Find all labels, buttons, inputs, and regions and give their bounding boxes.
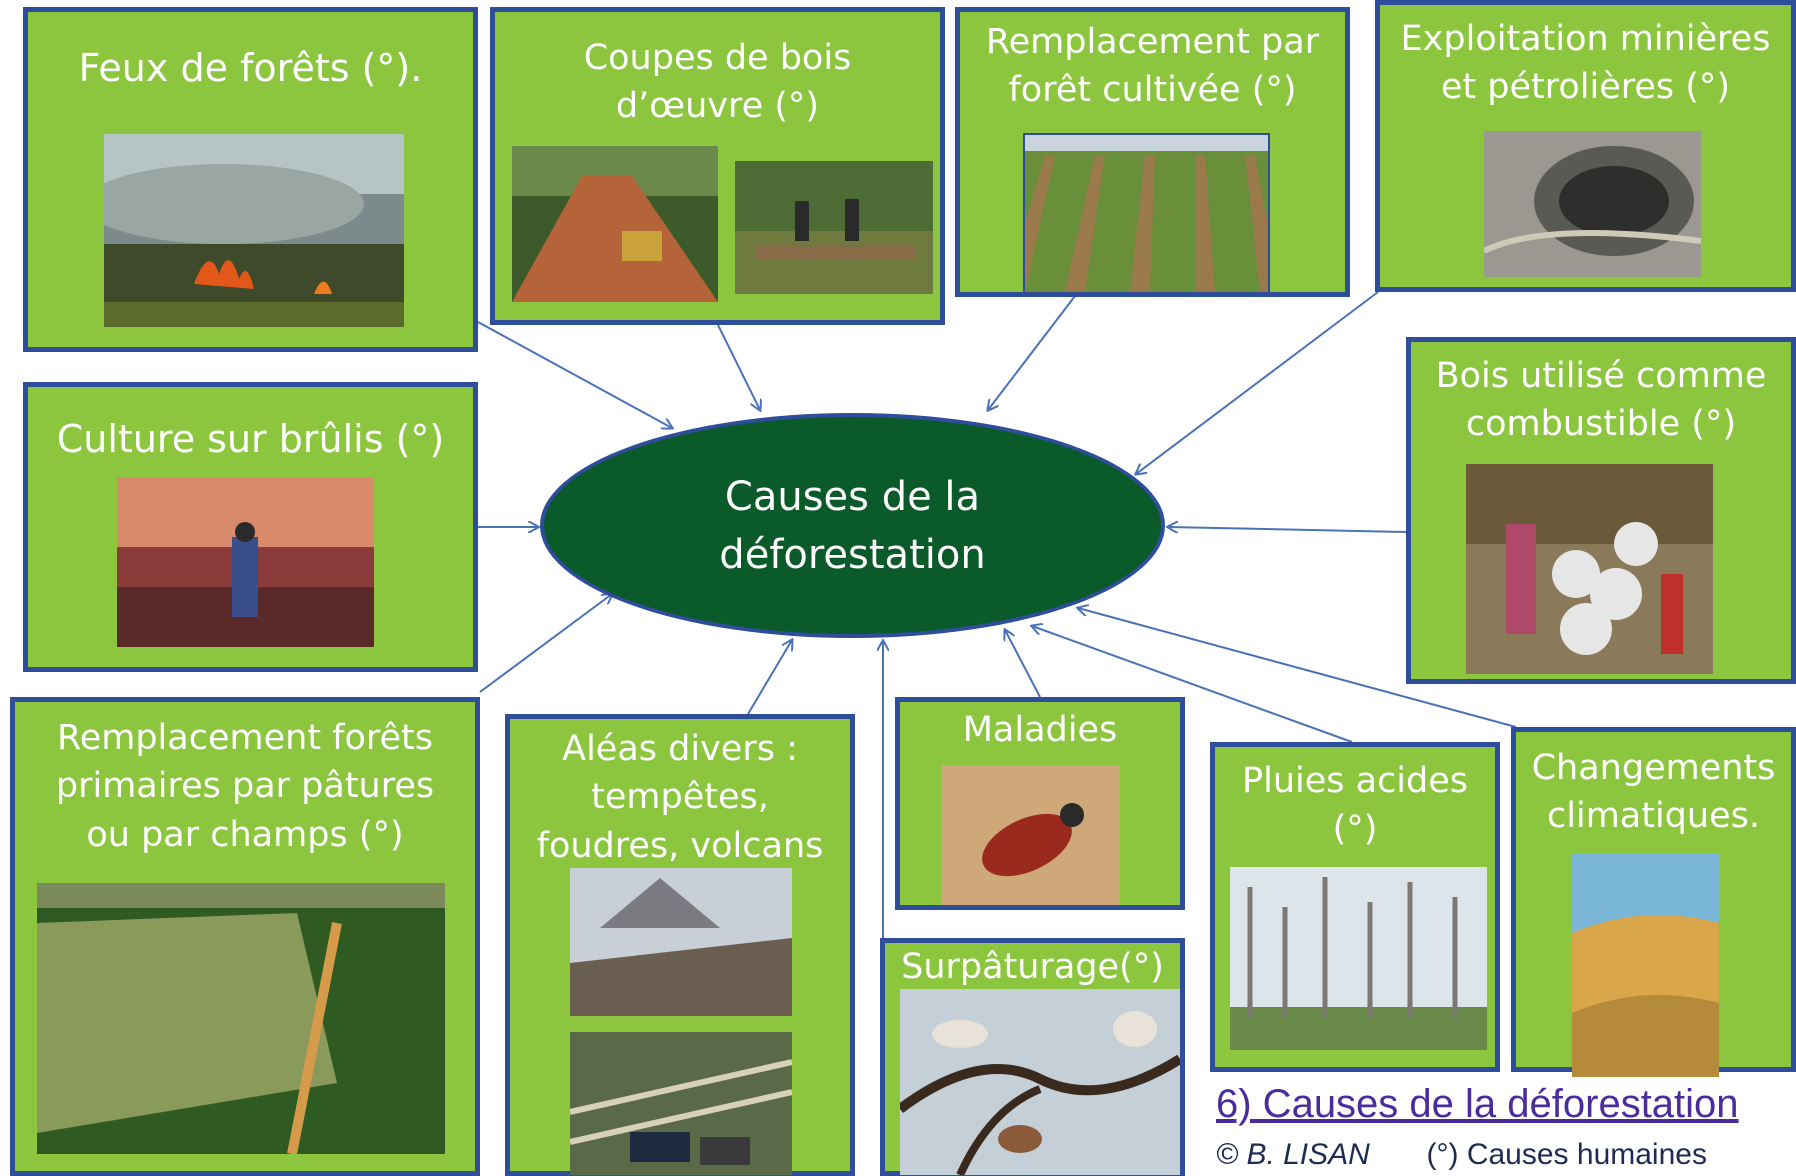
- box-changements-climatiques: Changements climatiques.: [1511, 727, 1796, 1077]
- box-pluies-acides: Pluies acides (°): [1210, 742, 1500, 1072]
- box-remplacement-foret-cultivee: Remplacement par forêt cultivée (°): [955, 7, 1350, 297]
- photo-slash-and-burn: [117, 477, 374, 647]
- arrow-maladies: [1005, 630, 1041, 698]
- box-label: Coupes de bois d’œuvre (°): [583, 38, 852, 127]
- arrow-feux: [477, 321, 672, 428]
- arrow-exploitation: [1136, 291, 1379, 474]
- photo-desert-dunes: [1572, 853, 1719, 1077]
- arrow-aleas: [747, 640, 792, 715]
- photo-storm-fallen-trees: [570, 1032, 792, 1175]
- caption-author: © B. LISAN: [1216, 1138, 1370, 1171]
- photo-logs-in-forest: [735, 161, 933, 294]
- caption-title[interactable]: 6) Causes de la déforestation: [1216, 1082, 1739, 1126]
- photo-dead-forest: [1230, 867, 1487, 1050]
- box-label: Exploitation minières et pétrolières (°): [1400, 19, 1771, 108]
- box-label: Remplacement forêts primaires par pâture…: [55, 718, 435, 855]
- box-coupes-de-bois: Coupes de bois d’œuvre (°): [490, 7, 945, 325]
- box-culture-sur-brulis: Culture sur brûlis (°): [23, 382, 478, 672]
- box-label: Culture sur brûlis (°): [56, 417, 445, 461]
- box-label: Remplacement par forêt cultivée (°): [985, 22, 1320, 111]
- box-remplacement-forets-primaires: Remplacement forêts primaires par pâture…: [10, 697, 480, 1176]
- box-label: Bois utilisé comme combustible (°): [1435, 356, 1767, 445]
- photo-goats-in-tree: [900, 989, 1180, 1175]
- arrow-bois-combustible: [1168, 527, 1407, 532]
- arrow-coupes: [717, 324, 760, 410]
- photo-forest-fire: [104, 134, 404, 327]
- arrow-remplacement-cultivee: [988, 295, 1076, 410]
- box-exploitation-minieres: Exploitation minières et pétrolières (°): [1375, 0, 1796, 292]
- box-label: Surpâturage(°): [901, 947, 1164, 987]
- box-label: Aléas divers : tempêtes, foudres, volcan…: [536, 729, 824, 866]
- box-label: Feux de forêts (°).: [78, 46, 423, 90]
- photo-open-pit-mine: [1484, 131, 1701, 277]
- photo-cleared-forest: [37, 883, 445, 1154]
- box-maladies: Maladies: [895, 697, 1185, 910]
- photo-charcoal-sacks: [1466, 464, 1713, 674]
- photo-volcano-fallen-trees: [570, 868, 792, 1016]
- caption-credit: © B. LISAN (°) Causes humaines: [1216, 1138, 1707, 1172]
- caption-note: (°) Causes humaines: [1426, 1138, 1707, 1171]
- box-label: Pluies acides (°): [1241, 761, 1469, 850]
- photo-beetle: [942, 765, 1120, 905]
- center-title: Causes de la déforestation: [540, 413, 1165, 638]
- box-aleas-divers: Aléas divers : tempêtes, foudres, volcan…: [505, 714, 855, 1176]
- box-feux-de-forets: Feux de forêts (°).: [23, 7, 478, 352]
- photo-logging-road: [512, 146, 718, 302]
- arrow-remplacement-patures: [479, 594, 612, 693]
- box-label: Maladies: [962, 710, 1118, 750]
- box-bois-combustible: Bois utilisé comme combustible (°): [1406, 337, 1796, 684]
- box-surpaturage: Surpâturage(°): [880, 938, 1185, 1176]
- box-label: Changements climatiques.: [1531, 748, 1776, 837]
- photo-cultivated-rows: [1023, 133, 1270, 294]
